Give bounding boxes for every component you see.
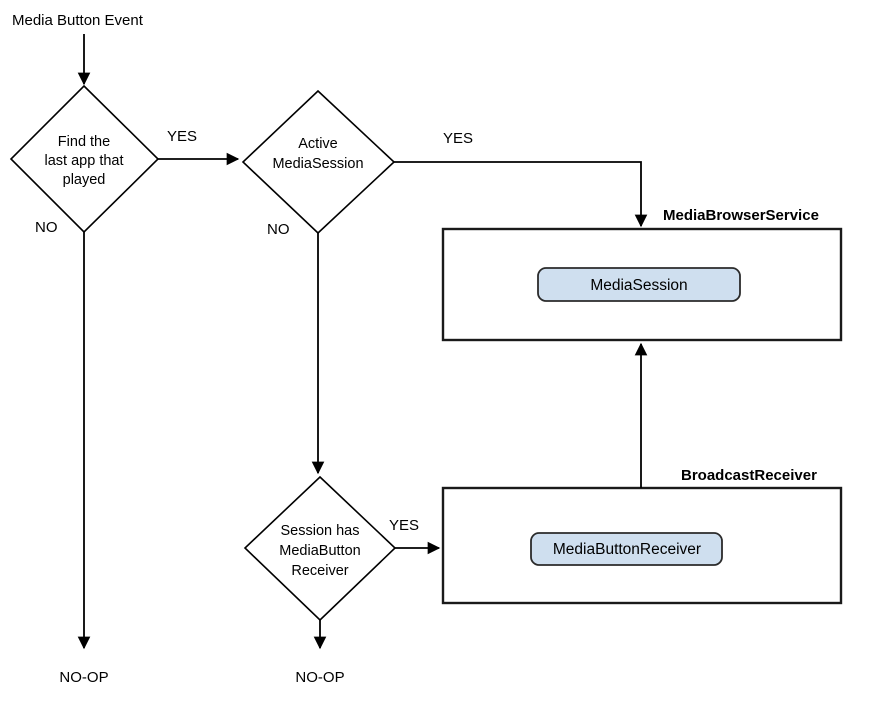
decision-find-last-app-line-2: last app that <box>45 153 124 169</box>
container-broadcastreceiver-label: BroadcastReceiver <box>681 467 817 484</box>
edge-label-find-last-app-no: NO <box>35 219 58 236</box>
decision-session-has-mediabutton-receiver-line-2: MediaButton <box>279 543 360 559</box>
decision-session-has-mediabutton-receiver-line-1: Session has <box>281 523 360 539</box>
node-mediabuttonreceiver-label: MediaButtonReceiver <box>553 541 701 558</box>
edge-label-session-has-receiver-yes: YES <box>389 517 419 534</box>
decision-find-last-app-line-3: played <box>63 172 106 188</box>
entry-label: Media Button Event <box>12 12 144 29</box>
decision-find-last-app-line-1: Find the <box>58 134 110 150</box>
decision-active-mediasession-line-2: MediaSession <box>272 156 363 172</box>
decision-active-mediasession-line-1: Active <box>298 136 338 152</box>
edge-label-active-mediasession-no: NO <box>267 221 290 238</box>
decision-session-has-mediabutton-receiver-line-3: Receiver <box>291 563 348 579</box>
edge-active-mediasession-yes <box>394 161 648 228</box>
edge-label-find-last-app-yes: YES <box>167 128 197 145</box>
node-mediabuttonreceiver[interactable] <box>530 532 723 566</box>
node-mediasession[interactable] <box>537 267 741 302</box>
node-mediasession-label: MediaSession <box>590 277 687 294</box>
container-mediabrowserservice-label: MediaBrowserService <box>663 207 819 224</box>
terminal-noop-left: NO-OP <box>59 669 108 686</box>
edge-label-active-mediasession-yes: YES <box>443 130 473 147</box>
terminal-noop-center: NO-OP <box>295 669 344 686</box>
